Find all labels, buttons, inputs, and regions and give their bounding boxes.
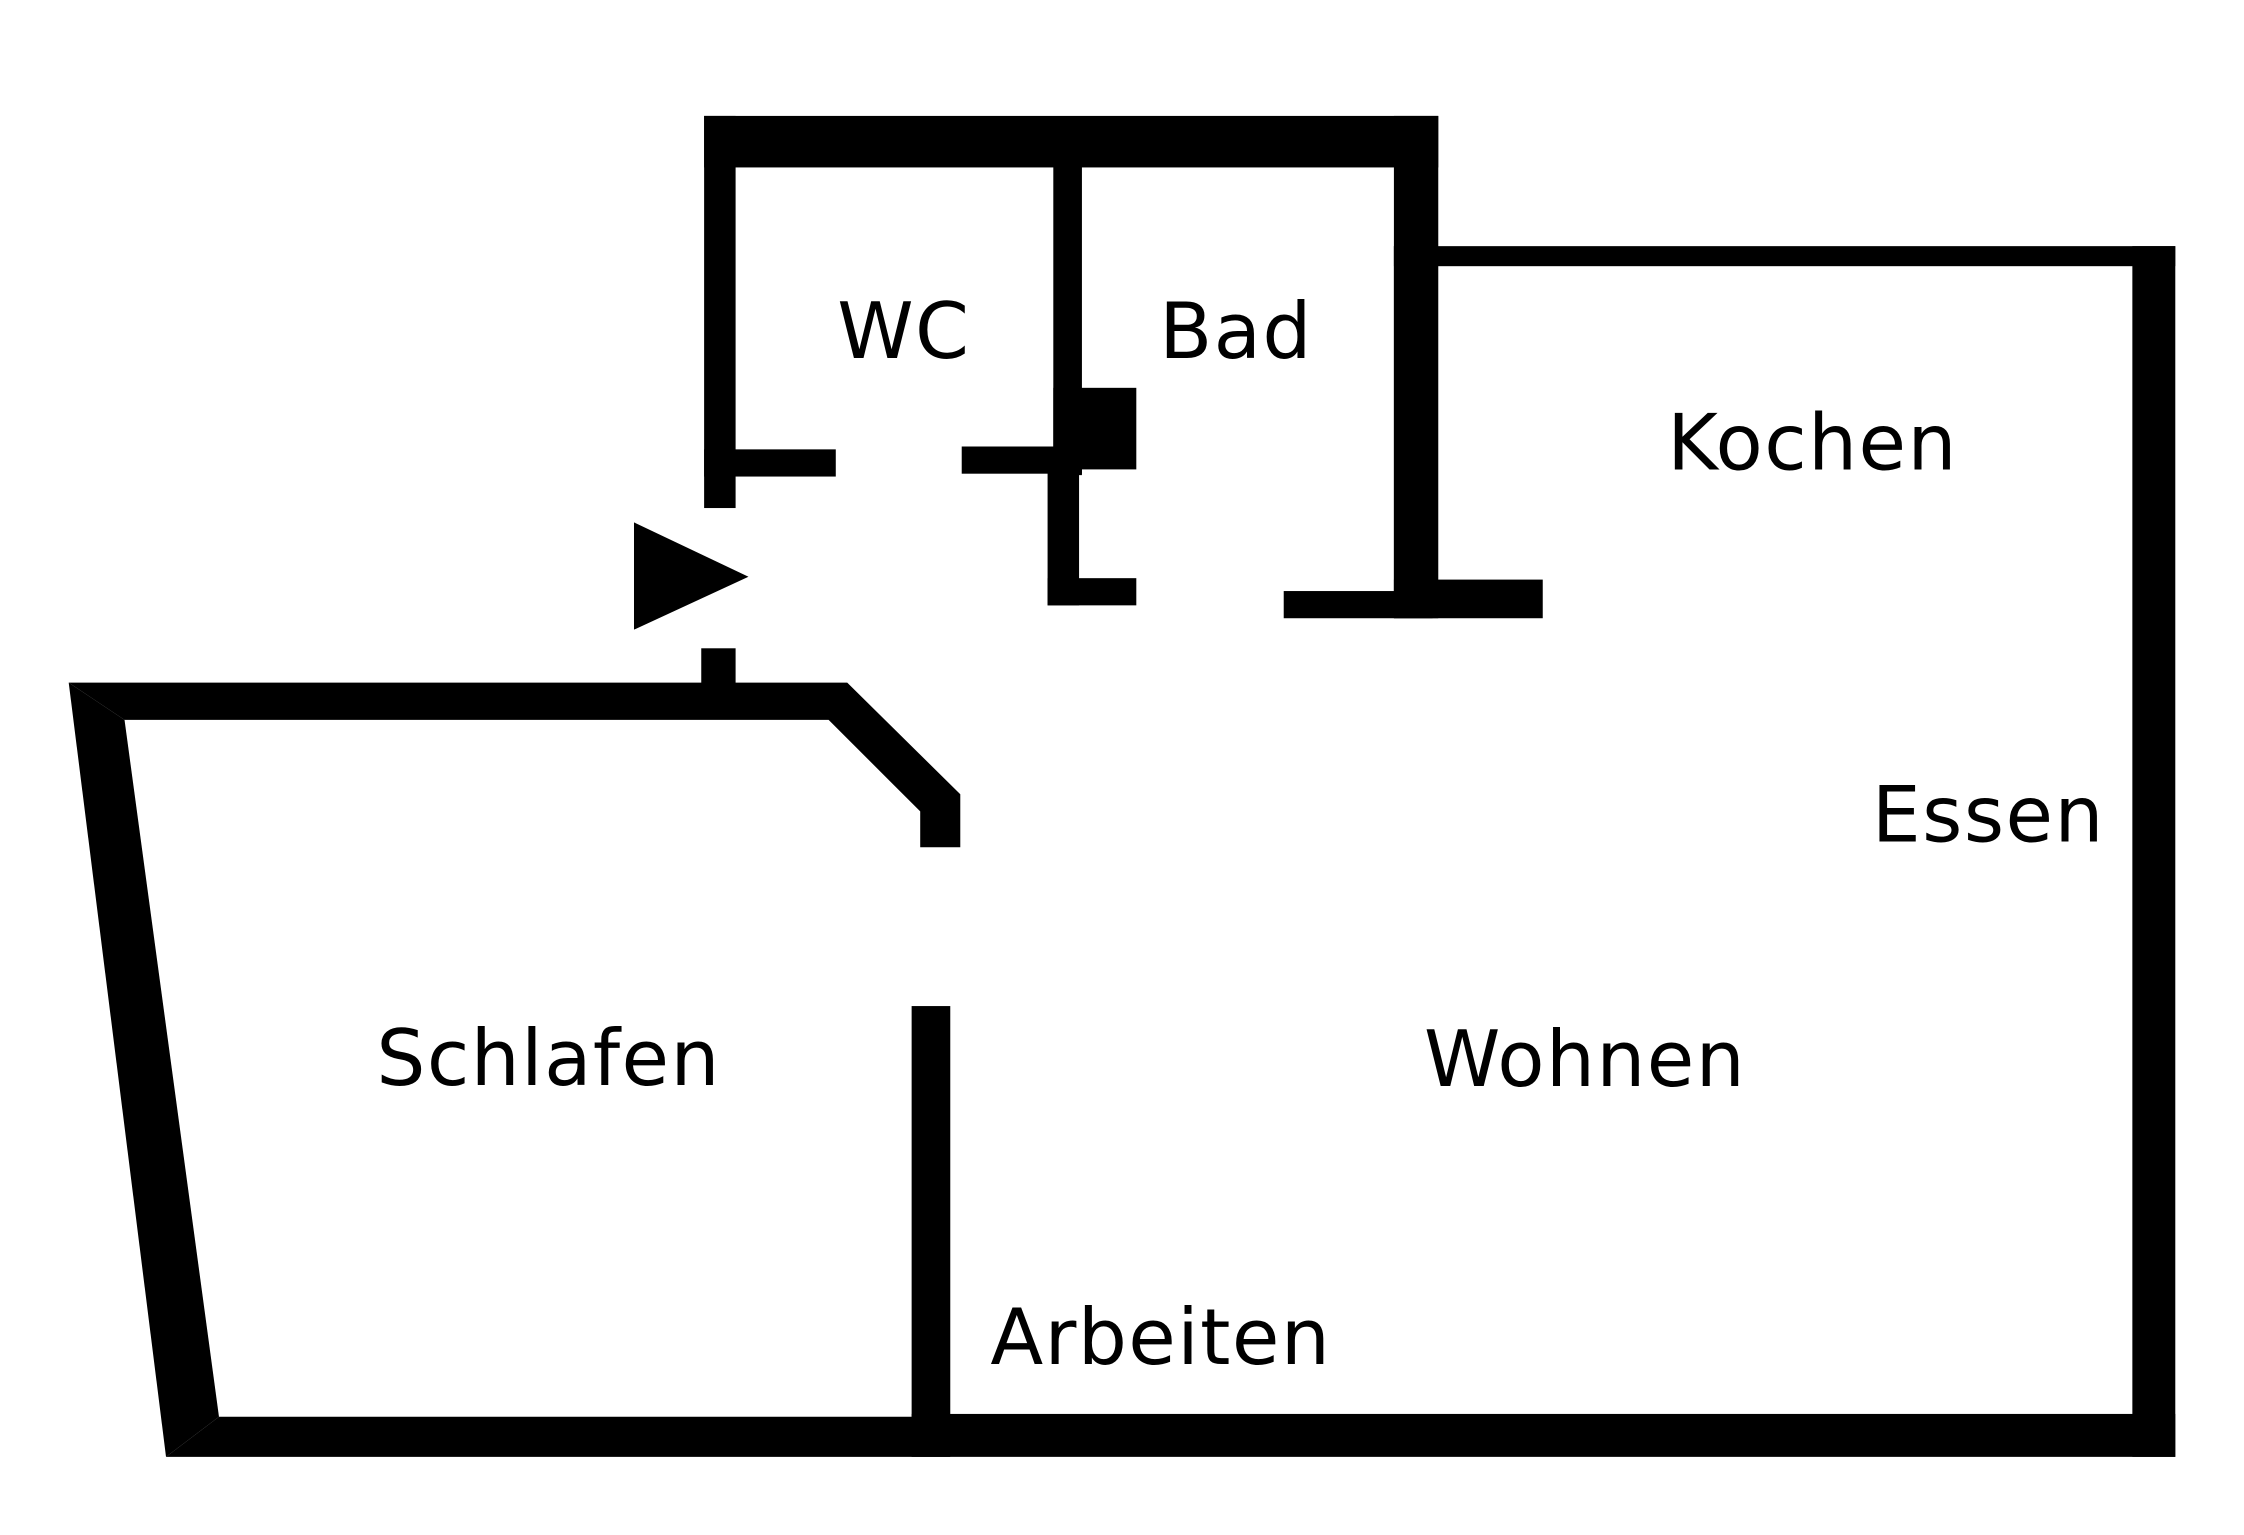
wall-bad-bottom-stub xyxy=(1047,578,1137,606)
wall-right-outer xyxy=(2132,246,2176,1457)
wall-wc-bottom-right xyxy=(961,446,1082,474)
wall-bedroom-divider xyxy=(911,1006,951,1436)
wall-bottom-outer-left xyxy=(166,1416,951,1457)
wall-left-wc xyxy=(704,115,736,509)
wall-wc-bottom-left xyxy=(704,449,836,477)
room-label-arbeiten: Arbeiten xyxy=(990,1293,1331,1383)
entrance-arrow-icon xyxy=(633,522,749,630)
wall-bedroom-top xyxy=(68,682,961,848)
room-label-bad: Bad xyxy=(1159,287,1313,377)
wall-kitchen-left xyxy=(1393,246,1433,619)
room-label-essen: Essen xyxy=(1872,770,2105,860)
wall-bottom-outer-right xyxy=(911,1413,2176,1457)
wall-kitchen-bottom-stub xyxy=(1393,579,1543,619)
wall-entrance-stub xyxy=(701,648,736,692)
wall-kitchen-top xyxy=(1393,246,2176,267)
room-label-wohnen: Wohnen xyxy=(1424,1015,1746,1105)
room-label-kochen: Kochen xyxy=(1667,398,1958,488)
wall-left-slanted xyxy=(68,682,219,1457)
room-label-schlafen: Schlafen xyxy=(376,1014,720,1104)
room-label-wc: WC xyxy=(837,287,970,377)
